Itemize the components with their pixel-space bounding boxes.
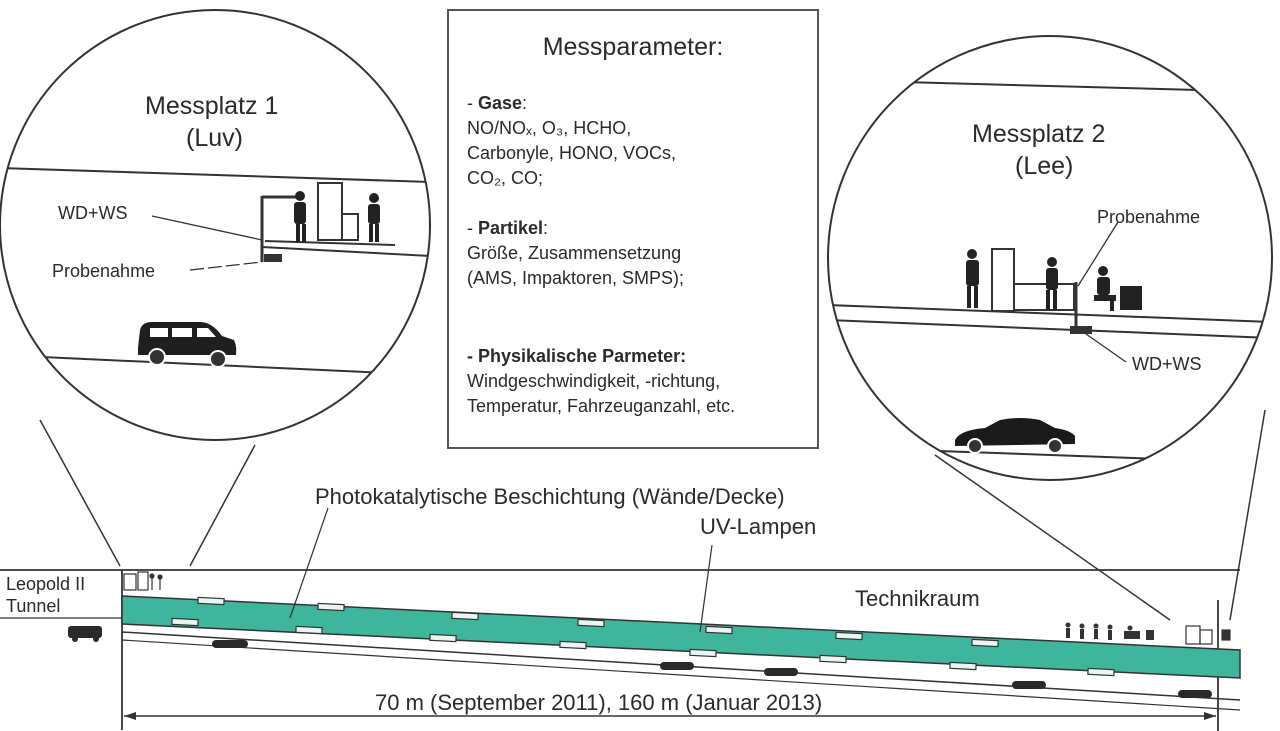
particles-line: Größe, Zusammensetzung: [467, 243, 682, 263]
station1-detail-circle: [0, 10, 430, 440]
particles-line: (AMS, Impaktoren, SMPS);: [467, 268, 685, 288]
station2-sampling-label: Probenahme: [1097, 207, 1201, 227]
station2-wind-label: WD+WS: [1132, 354, 1202, 374]
mini-station1: [123, 571, 163, 591]
station1-sampling-label: Probenahme: [52, 261, 156, 281]
station2-subtitle: (Lee): [1015, 152, 1074, 180]
measurement-parameters-box: Messparameter: - Gase: NO/NOₓ, O₃, HCHO,…: [447, 9, 819, 449]
gases-heading: - Gase:: [467, 91, 676, 116]
particles-dash: -: [467, 218, 478, 238]
tunnel-cars: [212, 640, 1212, 698]
uv-lamps: [171, 596, 1115, 677]
tunnel-section: [0, 507, 1241, 731]
station2-detail-circle: [828, 36, 1272, 480]
gases-colon: :: [522, 93, 528, 113]
zoom-line-right-2: [1229, 409, 1266, 621]
particles-heading: - Partikel:: [467, 216, 684, 241]
station1-title: Messplatz 1: [145, 92, 279, 120]
gases-line: Carbonyle, HONO, VOCs,: [467, 143, 677, 163]
station1-subtitle: (Luv): [186, 124, 243, 152]
uv-pointer: [699, 544, 713, 633]
gases-label: Gase: [478, 93, 523, 113]
gases-dash: -: [467, 93, 478, 113]
station2-title: Messplatz 2: [972, 120, 1106, 148]
coating-band: [121, 595, 1241, 679]
tunnel-name-line1: Leopold II: [6, 574, 86, 594]
physics-heading: - Physikalische Parmeter:: [467, 346, 687, 366]
gases-block: - Gase: NO/NOₓ, O₃, HCHO, Carbonyle, HON…: [467, 91, 676, 191]
station1-sampling-pointer: [189, 261, 263, 271]
physics-block: - Physikalische Parmeter: Windgeschwindi…: [467, 344, 735, 419]
tunnel-length-label: 70 m (September 2011), 160 m (Januar 201…: [375, 690, 823, 715]
tech-room-label: Technikraum: [855, 586, 980, 611]
outside-van: [68, 626, 102, 642]
coating-pointer: [289, 507, 329, 619]
station2-circle-outline: [827, 35, 1273, 481]
coating-label: Photokatalytische Beschichtung (Wände/De…: [315, 484, 785, 509]
parameters-title: Messparameter:: [542, 33, 724, 61]
particles-label: Partikel: [478, 218, 544, 238]
particles-colon: :: [543, 218, 549, 238]
station2-wind-pointer: [1085, 333, 1127, 363]
station1-circle-outline: [0, 9, 431, 441]
physics-line: Temperatur, Fahrzeuganzahl, etc.: [467, 396, 736, 416]
uv-lamps-label: UV-Lampen: [700, 514, 817, 539]
station1-wind-pointer: [151, 215, 263, 241]
physics-line: Windgeschwindigkeit, -richtung,: [467, 371, 721, 391]
zoom-line-left-2: [189, 444, 256, 567]
particles-block: - Partikel: Größe, Zusammensetzung (AMS,…: [467, 216, 684, 291]
tunnel-name-line2: Tunnel: [6, 596, 61, 616]
zoom-line-right-1: [934, 454, 1171, 621]
gases-line: CO₂, CO;: [467, 168, 543, 188]
station2-sampling-pointer: [1077, 221, 1119, 287]
station1-wind-label: WD+WS: [58, 203, 128, 223]
gases-line: NO/NOₓ, O₃, HCHO,: [467, 118, 632, 138]
mini-station2: [1065, 622, 1154, 640]
zoom-line-left-1: [39, 419, 121, 567]
